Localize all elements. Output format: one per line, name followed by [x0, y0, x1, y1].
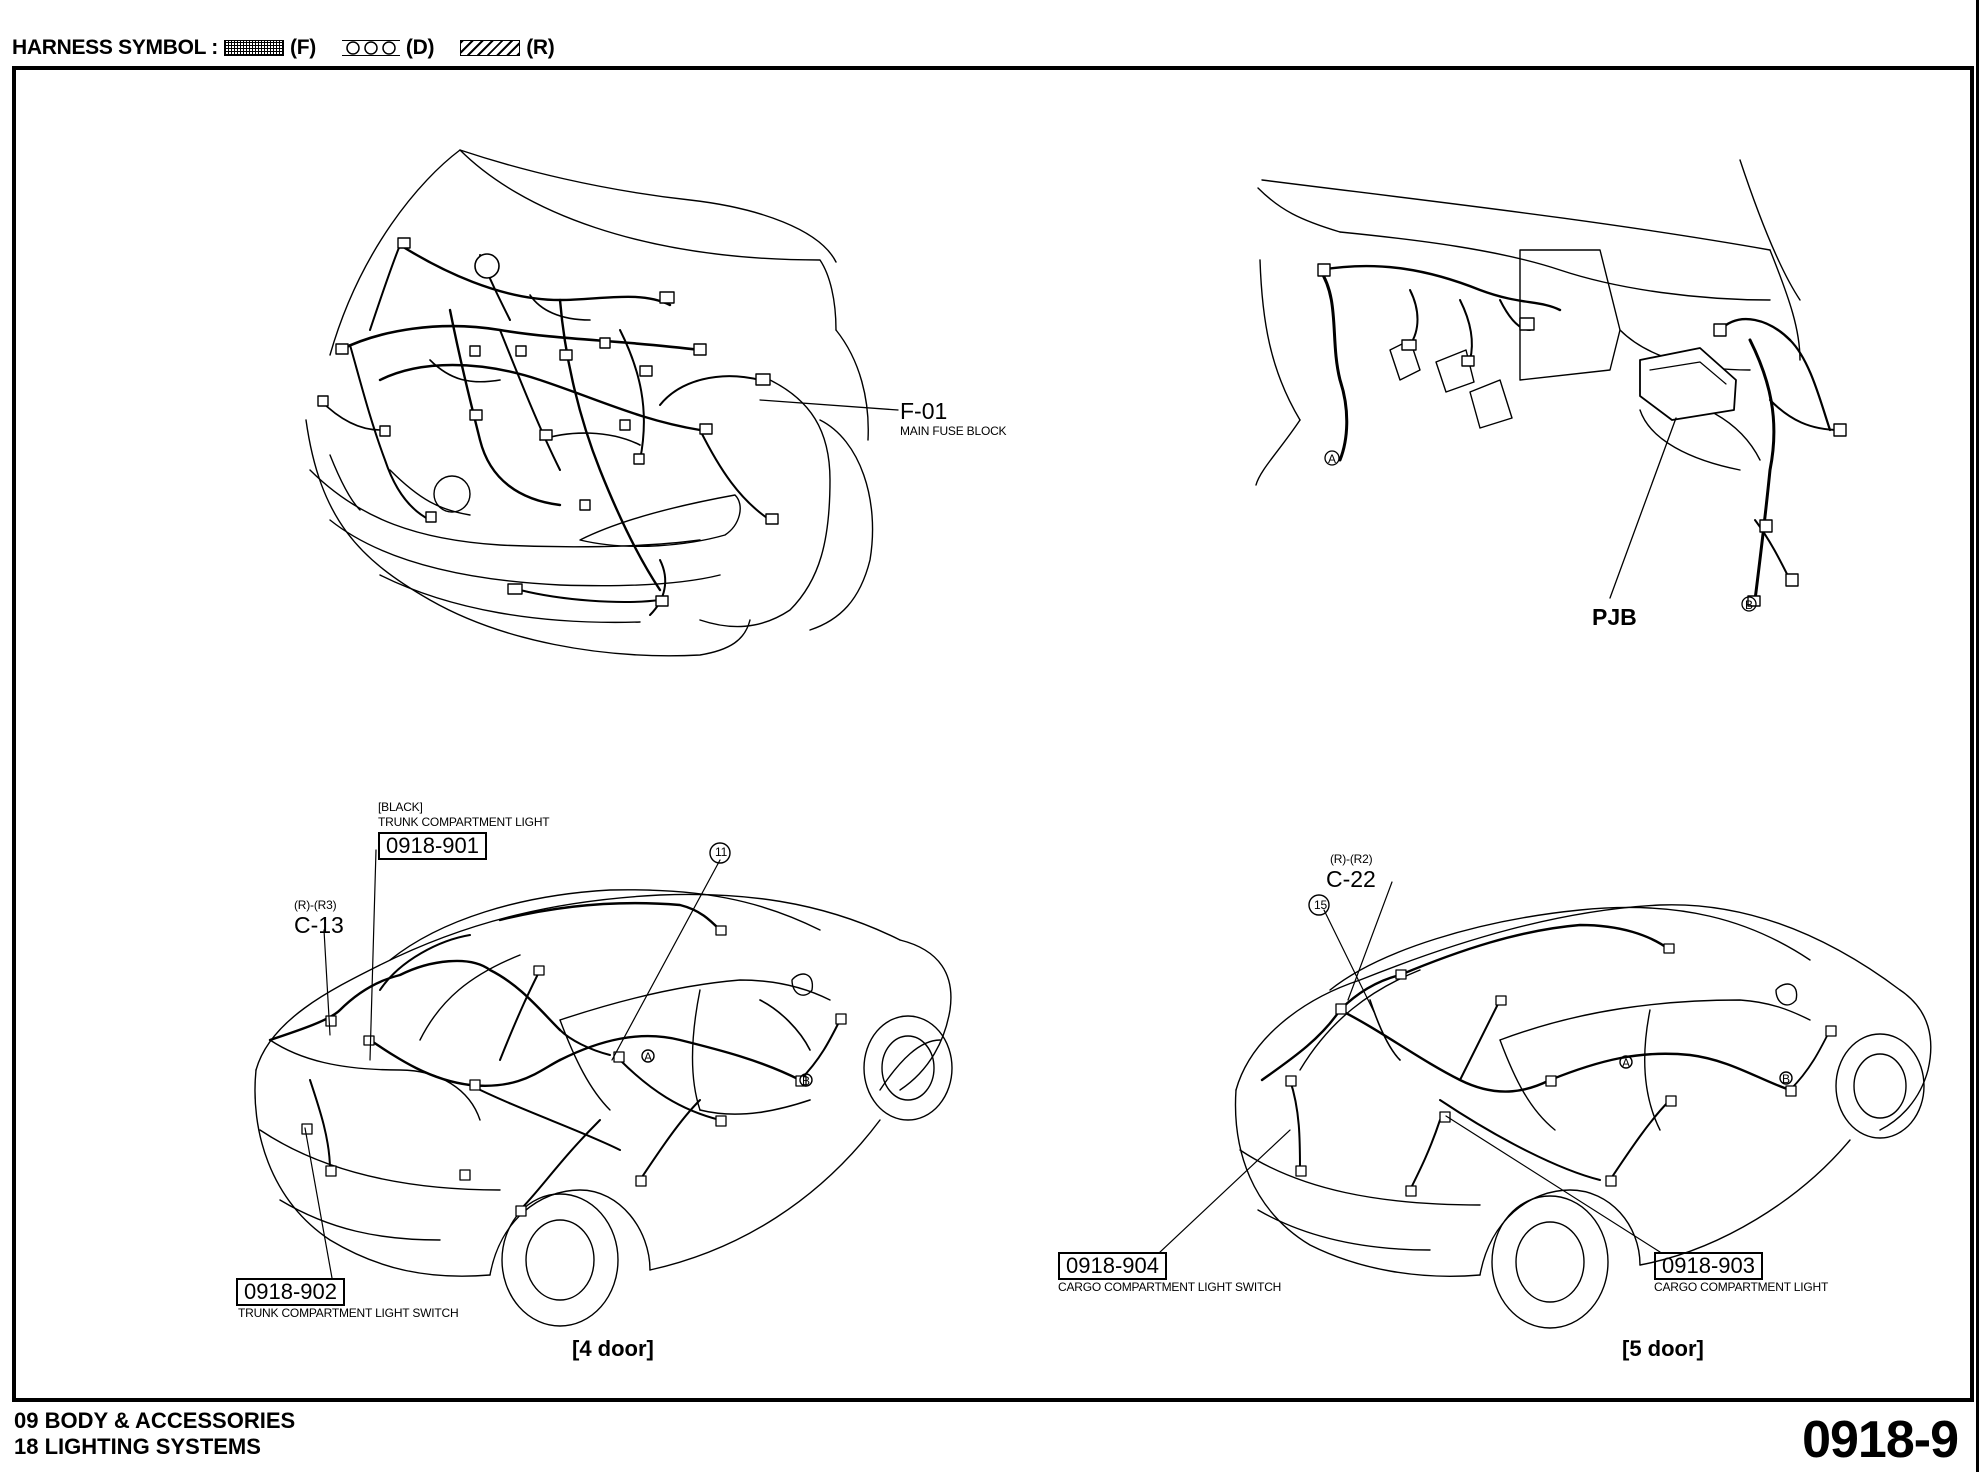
pjb-label: PJB	[1592, 604, 1637, 630]
harness-symbol-legend: HARNESS SYMBOL : (F) (D) (R)	[12, 34, 574, 62]
c904-name: CARGO COMPARTMENT LIGHT SWITCH	[1058, 1280, 1282, 1294]
diagram-frame	[12, 66, 1974, 1402]
legend-d-label: (D)	[405, 36, 435, 59]
c22-code: C-22	[1326, 866, 1376, 892]
c904-code-box: 0918-904	[1058, 1252, 1167, 1280]
five-door-caption: [5 door]	[1622, 1336, 1704, 1361]
four-door-marker-a: A	[644, 1050, 652, 1064]
engine-bay-illustration	[305, 149, 899, 657]
c901-color: [BLACK]	[378, 800, 423, 814]
five-door-car-illustration	[1159, 881, 1932, 1329]
legend-prefix: HARNESS SYMBOL :	[12, 36, 218, 59]
four-door-marker-b: B	[802, 1074, 810, 1088]
c901-code-box: 0918-901	[378, 832, 487, 860]
five-door-marker-a: A	[1622, 1056, 1630, 1070]
c13-code: C-13	[294, 912, 344, 938]
four-door-car-illustration	[254, 842, 953, 1327]
circle-15-label: 15	[1314, 898, 1327, 912]
circle-11-label: 11	[715, 845, 728, 859]
c901-name: TRUNK COMPARTMENT LIGHT	[378, 815, 550, 829]
fuse-block-name: MAIN FUSE BLOCK	[900, 424, 1007, 438]
c13-range: (R)-(R3)	[294, 898, 337, 912]
c22-range: (R)-(R2)	[1330, 852, 1373, 866]
harness-symbol-r-swatch	[460, 40, 521, 56]
page-edge-line	[1976, 0, 1979, 1472]
fuse-block-code: F-01	[900, 398, 948, 424]
page-number: 0918-9	[1802, 1411, 1959, 1469]
c903-name: CARGO COMPARTMENT LIGHT	[1654, 1280, 1829, 1294]
footer-section-lighting: 18 LIGHTING SYSTEMS	[14, 1434, 261, 1459]
dashboard-illustration	[1255, 159, 1847, 612]
c902-code-box: 0918-902	[236, 1278, 345, 1306]
dash-marker-b: B	[1745, 598, 1753, 612]
c903-code-box: 0918-903	[1654, 1252, 1763, 1280]
c902-name: TRUNK COMPARTMENT LIGHT SWITCH	[238, 1306, 459, 1320]
legend-f-label: (F)	[290, 36, 316, 59]
four-door-caption: [4 door]	[572, 1336, 654, 1361]
legend-r-label: (R)	[526, 36, 555, 59]
harness-symbol-f-swatch	[224, 40, 284, 56]
five-door-marker-b: B	[1782, 1072, 1790, 1086]
harness-symbol-d-swatch	[341, 40, 400, 56]
dash-marker-a: A	[1328, 452, 1336, 466]
footer-section-body: 09 BODY & ACCESSORIES	[14, 1408, 296, 1433]
